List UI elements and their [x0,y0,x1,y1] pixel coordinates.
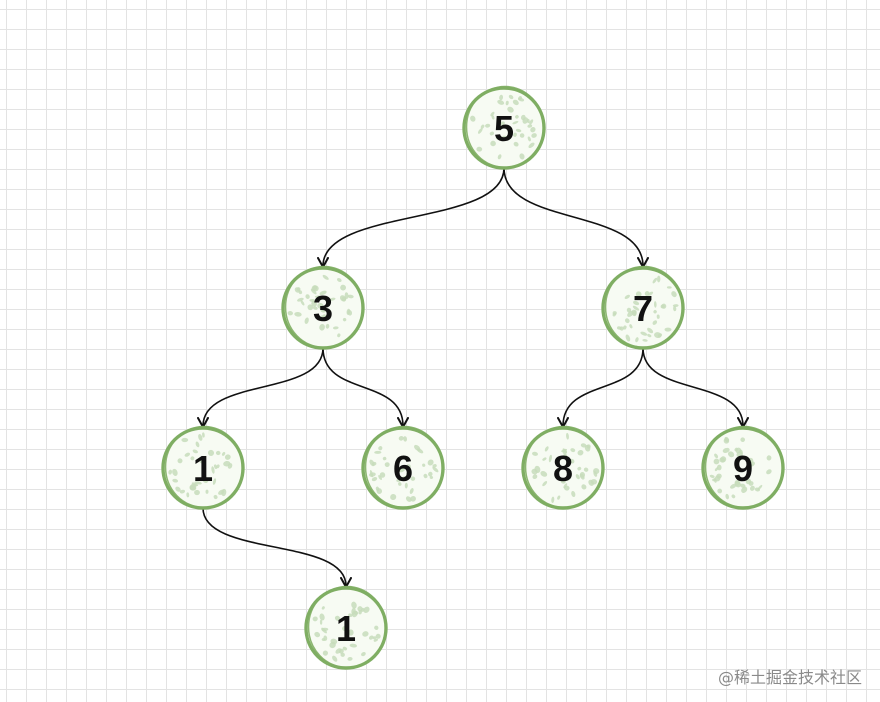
node-fill [163,428,243,508]
node-texture [369,435,439,502]
node-label: 9 [733,448,753,489]
node-texture [709,436,772,500]
node-label: 1 [193,448,213,489]
node-texture [287,274,354,338]
node-label: 3 [313,288,333,329]
tree-node-n1b: 1 [304,585,388,670]
node-outline-sketch [604,265,684,349]
node-label: 1 [336,608,356,649]
node-fill [464,88,544,168]
node-outline-sketch [524,425,604,509]
tree-node-n1a: 1 [161,425,245,510]
watermark: @稀土掘金技术社区 [717,668,862,687]
edge-n7-to-n9 [642,347,749,428]
node-label: 8 [553,448,573,489]
tree-node-n7: 7 [601,265,685,350]
tree-node-n5: 5 [462,85,546,170]
edge-n5-to-n3 [317,167,505,268]
node-texture [612,275,679,343]
node-texture [312,601,381,662]
node-label: 7 [633,288,653,329]
edge-n1a-to-n1b [202,507,352,588]
tree-node-n8: 8 [521,425,605,510]
node-texture [168,432,233,500]
node-outline-sketch [364,425,444,509]
node-outline-sketch [164,425,244,509]
node-outline-sketch [704,425,784,509]
node-texture [531,432,600,503]
node-outline-sketch [465,85,545,169]
tree-node-n9: 9 [701,425,785,510]
edges-layer [197,167,749,588]
node-label: 5 [494,108,514,149]
edge-n7-to-n8 [557,347,644,428]
nodes-layer: 5 3 7 1 6 8 9 1 [161,85,785,670]
tree-node-n6: 6 [361,425,445,510]
node-outline-sketch [284,265,364,349]
tree-node-n3: 3 [281,265,365,350]
node-texture [470,94,537,160]
edge-n5-to-n7 [503,167,649,268]
node-label: 6 [393,448,413,489]
node-outline-sketch [307,585,387,669]
node-fill [703,428,783,508]
edge-n3-to-n1a [197,347,324,428]
edge-n3-to-n6 [322,347,409,428]
